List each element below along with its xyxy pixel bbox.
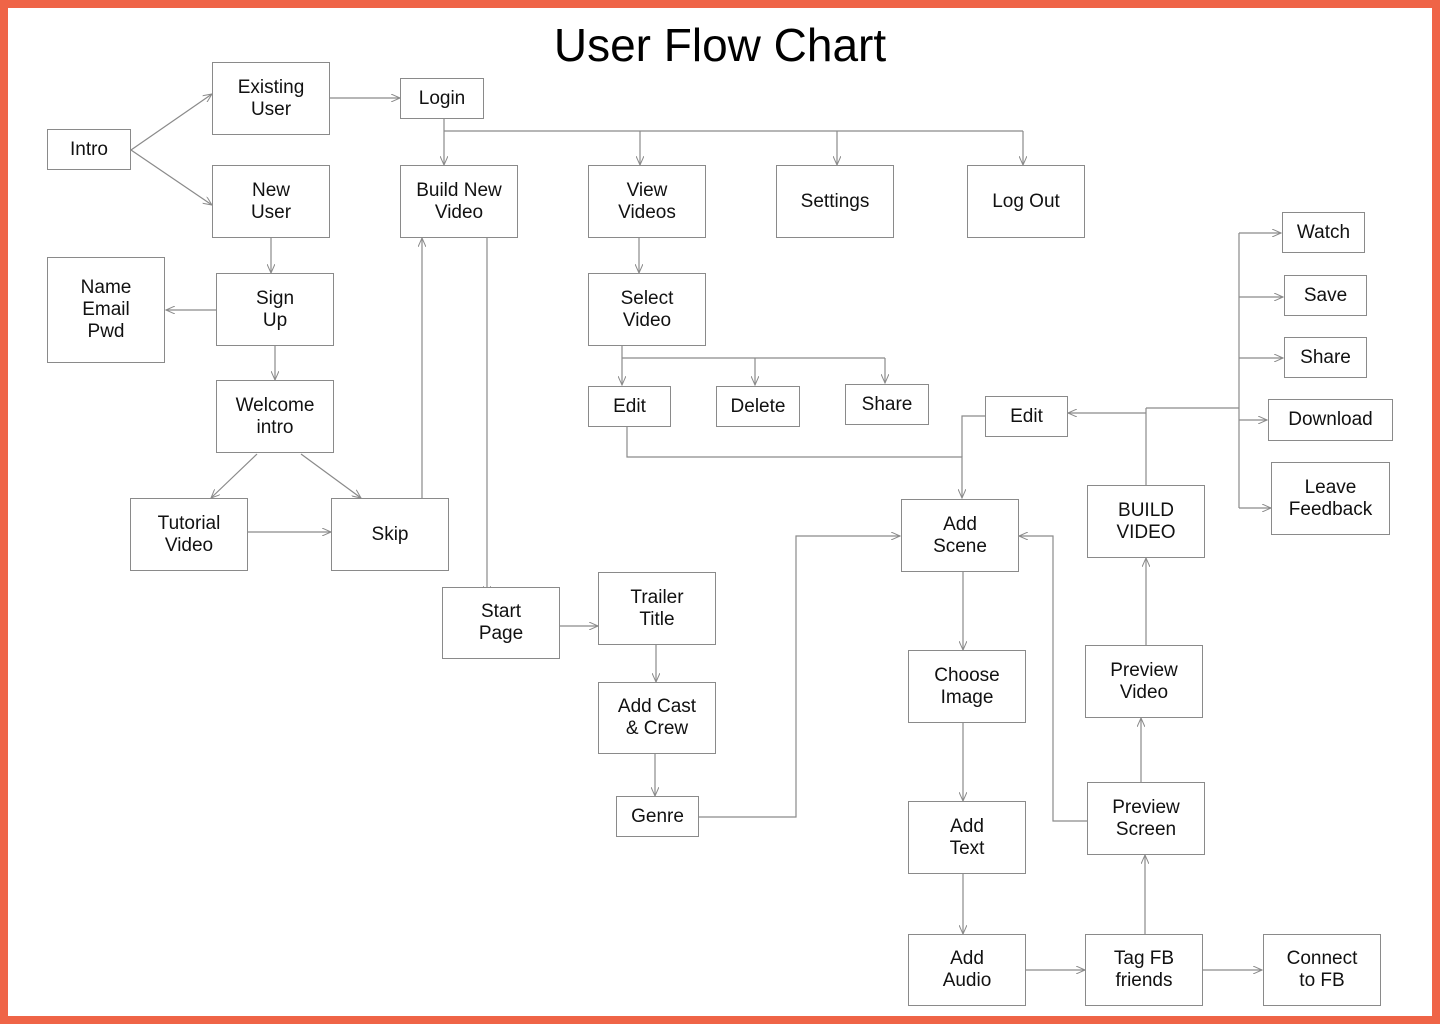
node-name-email-pwd: Name Email Pwd bbox=[47, 257, 165, 363]
node-add-cast-crew: Add Cast & Crew bbox=[598, 682, 716, 754]
node-sign-up: Sign Up bbox=[216, 273, 334, 346]
node-tutorial-video: Tutorial Video bbox=[130, 498, 248, 571]
edge-preview-scene bbox=[1019, 536, 1087, 822]
node-connect-to-fb: Connect to FB bbox=[1263, 934, 1381, 1006]
node-view-videos: View Videos bbox=[588, 165, 706, 238]
node-welcome-intro: Welcome intro bbox=[216, 380, 334, 453]
node-skip: Skip bbox=[331, 498, 449, 571]
node-preview-video: Preview Video bbox=[1085, 645, 1203, 718]
node-new-user: New User bbox=[212, 165, 330, 238]
node-share-build: Share bbox=[1284, 337, 1367, 378]
node-existing-user: Existing User bbox=[212, 62, 330, 135]
edge-edit-scene bbox=[626, 427, 962, 498]
node-start-page: Start Page bbox=[442, 587, 560, 659]
edge-intro-new bbox=[130, 149, 212, 205]
node-edit-video: Edit bbox=[588, 386, 671, 427]
node-trailer-title: Trailer Title bbox=[598, 572, 716, 645]
node-preview-screen: Preview Screen bbox=[1087, 782, 1205, 855]
node-watch: Watch bbox=[1282, 212, 1365, 253]
node-add-audio: Add Audio bbox=[908, 934, 1026, 1006]
node-download: Download bbox=[1268, 399, 1393, 441]
node-add-text: Add Text bbox=[908, 801, 1026, 874]
node-intro: Intro bbox=[47, 129, 131, 170]
edge-welcome-skip bbox=[300, 453, 361, 498]
chart-title: User Flow Chart bbox=[553, 19, 887, 71]
node-share-video: Share bbox=[845, 384, 929, 425]
node-save: Save bbox=[1284, 275, 1367, 316]
node-settings: Settings bbox=[776, 165, 894, 238]
edge-welcome-tutorial bbox=[211, 453, 258, 498]
edge-intro-existing bbox=[130, 94, 212, 151]
node-add-scene: Add Scene bbox=[901, 499, 1019, 572]
node-delete: Delete bbox=[716, 386, 800, 427]
node-leave-feedback: Leave Feedback bbox=[1271, 462, 1390, 535]
node-build-video: BUILD VIDEO bbox=[1087, 485, 1205, 558]
edge-genre-scene bbox=[698, 536, 900, 818]
node-build-new-video: Build New Video bbox=[400, 165, 518, 238]
node-genre: Genre bbox=[616, 796, 699, 837]
node-login: Login bbox=[400, 78, 484, 119]
node-choose-image: Choose Image bbox=[908, 650, 1026, 723]
node-tag-fb-friends: Tag FB friends bbox=[1085, 934, 1203, 1006]
node-select-video: Select Video bbox=[588, 273, 706, 346]
edge-editbuild-scene bbox=[961, 415, 985, 457]
node-edit-build: Edit bbox=[985, 396, 1068, 437]
node-log-out: Log Out bbox=[967, 165, 1085, 238]
